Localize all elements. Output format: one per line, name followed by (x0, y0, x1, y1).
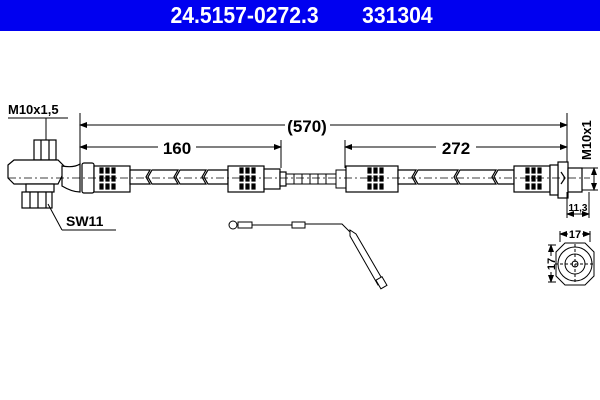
flange-dimension (548, 231, 591, 283)
end-view (555, 242, 595, 286)
right-hose-ferrule (513, 161, 583, 199)
flange-width-label: 17 (569, 229, 581, 241)
dimension-570-label: (570) (287, 117, 327, 136)
dimension-160-label: 160 (163, 139, 191, 158)
right-thread-dimension (582, 167, 598, 191)
title-bar: 24.5157-0272.3 331304 (0, 0, 600, 31)
flange-height-label: 17 (546, 258, 558, 270)
left-wrench-label: SW11 (66, 213, 104, 229)
right-middle-ferrule (345, 165, 399, 193)
dimension-570 (79, 113, 568, 165)
part-number: 24.5157-0272.3 (170, 2, 319, 28)
left-banjo-fitting (7, 139, 81, 209)
middle-hose-ferrule (227, 165, 287, 193)
dimension-272-label: 272 (442, 139, 470, 158)
dimension-272 (344, 140, 568, 168)
right-offset-label: 11,3 (569, 203, 588, 214)
metal-spring-section (285, 169, 347, 189)
hose-segment-left (129, 169, 229, 185)
left-thread-label: M10x1,5 (8, 102, 59, 117)
installed-view (228, 220, 388, 290)
right-offset-dimension (566, 192, 590, 218)
hose-segment-right (397, 169, 515, 185)
dimension-160 (79, 140, 282, 168)
reference-number: 331304 (362, 2, 433, 28)
right-thread-label: M10x1 (579, 120, 594, 160)
